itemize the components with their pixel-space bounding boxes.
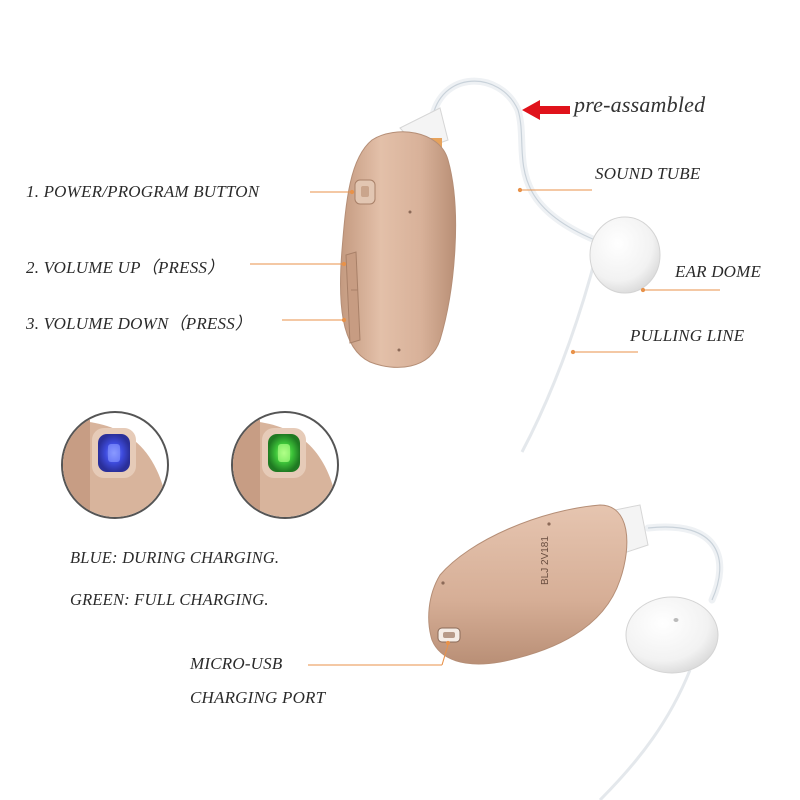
power-button-label: 1. POWER/PROGRAM BUTTON <box>26 182 260 201</box>
pulling-line-label: PULLING LINE <box>630 326 745 345</box>
ear-dome <box>589 216 661 294</box>
sound-tube-label: SOUND TUBE <box>595 164 701 183</box>
pulling-line <box>520 247 600 453</box>
blue-led-caption: BLUE: DURING CHARGING. <box>70 548 280 567</box>
green-led-caption: GREEN: FULL CHARGING. <box>70 590 269 609</box>
hearing-aid-upper <box>339 77 661 453</box>
device-body-lower <box>428 504 628 665</box>
ear-dome-label: EAR DOME <box>675 262 762 281</box>
device-print: BLJ 2V181 <box>540 536 551 585</box>
led-green-magnifier <box>231 411 339 519</box>
charging-port-label: CHARGING PORT <box>190 688 326 707</box>
volume-down-label: 3. VOLUME DOWN（PRESS） <box>26 314 253 333</box>
volume-up-label: 2. VOLUME UP（PRESS） <box>26 258 225 277</box>
led-blue-magnifier <box>61 411 169 519</box>
hearing-aid-lower: BLJ 2V181 <box>428 504 724 800</box>
leader-lines <box>250 187 720 355</box>
usb-leader-line <box>308 640 451 666</box>
volume-rocker <box>345 251 361 344</box>
pre-assembled-label: pre-assambled <box>574 92 706 117</box>
sound-tube <box>428 77 599 244</box>
red-arrow-icon <box>522 100 570 120</box>
micro-usb-label: MICRO-USB <box>190 654 283 673</box>
